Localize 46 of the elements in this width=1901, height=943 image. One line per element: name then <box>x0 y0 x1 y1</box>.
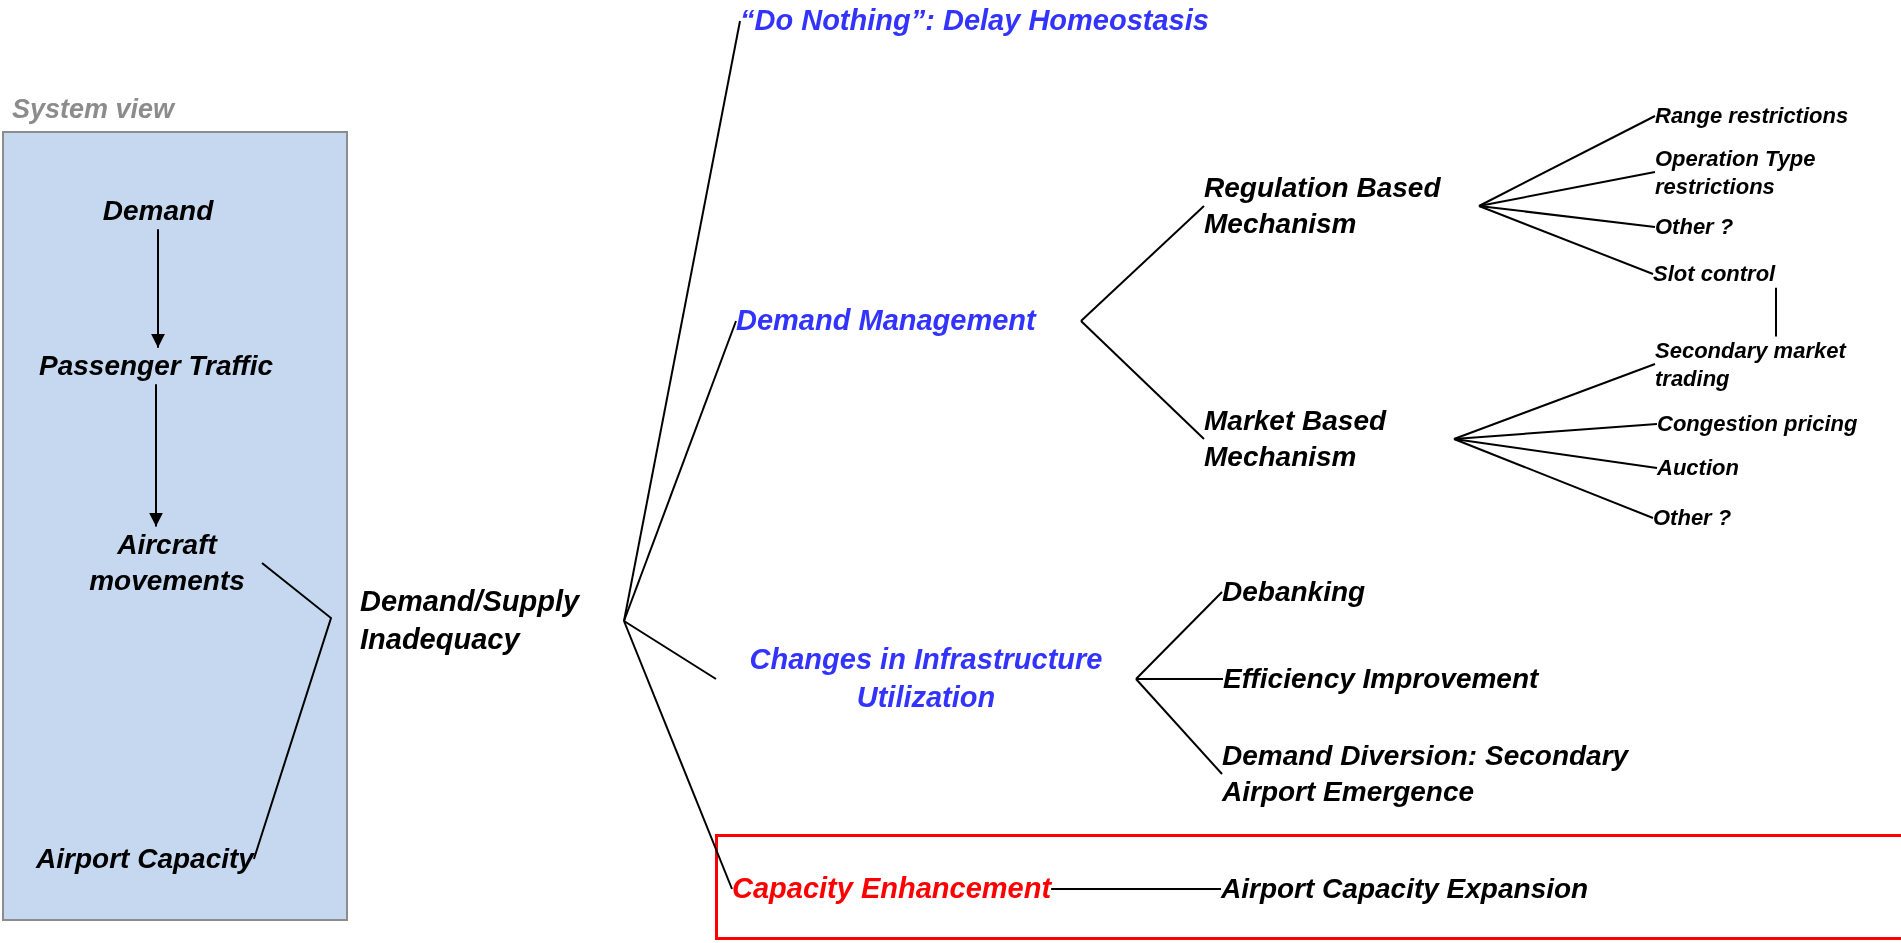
connector-line <box>1478 115 1656 207</box>
connector-line <box>623 20 741 622</box>
topic-label: Passenger Traffic <box>39 347 273 385</box>
topic-label: Demand Management <box>736 302 1081 340</box>
topic-label: Other ? <box>1655 213 1734 241</box>
topic-label: Regulation Based Mechanism <box>1204 169 1479 243</box>
topic-label: Airport Capacity Expansion <box>1221 870 1589 908</box>
connector-line <box>1080 205 1205 322</box>
topic-label: Demand/Supply Inadequacy <box>360 583 624 659</box>
connector-line <box>252 562 333 860</box>
topic-label: Secondary market trading <box>1655 336 1890 392</box>
connector-line <box>1135 678 1223 775</box>
topic-label: “Do Nothing”: Delay Homeostasis <box>740 2 1209 40</box>
topic-label: Changes in Infrastructure Utilization <box>716 641 1136 717</box>
topic-label: Auction <box>1657 454 1739 482</box>
connector-line <box>623 320 737 622</box>
connector-line <box>1478 171 1656 207</box>
connector-line <box>1453 363 1656 440</box>
topic-label: Capacity Enhancement <box>732 870 1052 908</box>
topic-label: Efficiency Improvement <box>1223 660 1539 698</box>
connector-line <box>1080 320 1205 440</box>
panel-heading: System view <box>12 92 175 126</box>
connector-line <box>1135 678 1224 680</box>
topic-label: Aircraft movements <box>72 526 262 600</box>
connector-line <box>623 620 717 680</box>
topic-label: Demand <box>102 192 214 230</box>
connector-line <box>1453 438 1658 469</box>
highlight-frame <box>715 834 1901 940</box>
connector-line <box>1478 205 1656 228</box>
arrow <box>149 383 163 528</box>
connector-line <box>1135 591 1223 680</box>
connector-line <box>1775 286 1777 338</box>
connector-line <box>1478 205 1654 275</box>
topic-label: Market Based Mechanism <box>1204 402 1454 476</box>
topic-label: Demand Diversion: Secondary Airport Emergence <box>1222 737 1702 811</box>
topic-label: Slot control <box>1653 260 1776 288</box>
topic-label: Airport Capacity <box>36 840 254 878</box>
topic-label: Debanking <box>1222 573 1366 611</box>
connector-line <box>623 620 733 890</box>
topic-label: Congestion pricing <box>1657 410 1858 438</box>
topic-label: Range restrictions <box>1655 102 1849 130</box>
connector-line <box>1453 438 1654 519</box>
arrow <box>151 228 165 349</box>
topic-label: Operation Type restrictions <box>1655 144 1865 200</box>
topic-label: Other ? <box>1653 504 1732 532</box>
connector-line <box>1050 888 1222 890</box>
